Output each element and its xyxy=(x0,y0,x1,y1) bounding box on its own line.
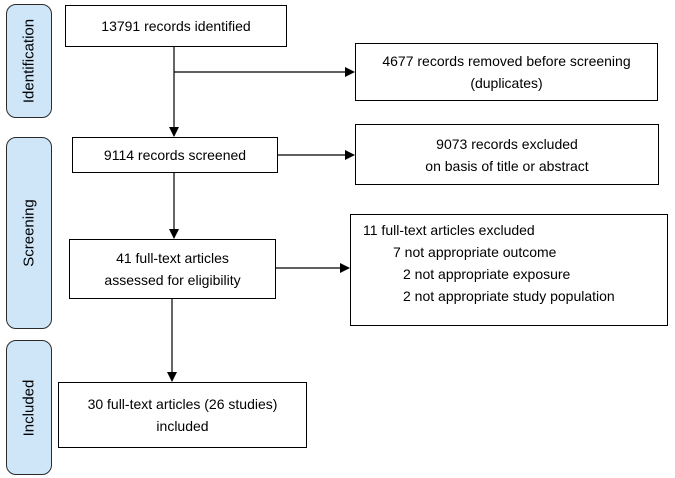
fulltext-excluded-reason-3: 2 not appropriate study population xyxy=(403,288,615,304)
box-included: 30 full-text articles (26 studies) inclu… xyxy=(58,382,307,448)
excluded-title-text-2: on basis of title or abstract xyxy=(425,157,589,174)
box-records-excluded-title: 9073 records excluded on basis of title … xyxy=(355,124,659,185)
phase-identification: Identification xyxy=(6,4,52,118)
phase-screening: Screening xyxy=(6,137,52,329)
included-text-1: 30 full-text articles (26 studies) xyxy=(87,396,278,412)
fulltext-excluded-heading: 11 full-text articles excluded xyxy=(363,222,535,238)
fulltext-excluded-reason-2: 2 not appropriate exposure xyxy=(403,266,571,282)
assessed-text-2: assessed for eligibility xyxy=(104,272,241,288)
box-assessed-eligibility: 41 full-text articles assessed for eligi… xyxy=(69,239,276,299)
box-records-screened: 9114 records screened xyxy=(72,137,278,173)
box-records-removed: 4677 records removed before screening (d… xyxy=(355,43,658,101)
excluded-title-text-1: 9073 records excluded xyxy=(436,135,578,152)
removed-text-1: 4677 records removed before screening xyxy=(382,53,631,69)
assessed-text-1: 41 full-text articles xyxy=(116,250,229,266)
screened-text: 9114 records screened xyxy=(103,147,247,163)
identified-text: 13791 records identified xyxy=(101,18,251,34)
fulltext-excluded-reason-1: 7 not appropriate outcome xyxy=(393,244,557,260)
removed-text-2: (duplicates) xyxy=(470,75,543,91)
box-records-identified: 13791 records identified xyxy=(65,5,287,47)
phase-included: Included xyxy=(6,340,52,475)
included-text-2: included xyxy=(156,418,209,434)
box-fulltext-excluded: 11 full-text articles excluded 7 not app… xyxy=(350,214,668,326)
